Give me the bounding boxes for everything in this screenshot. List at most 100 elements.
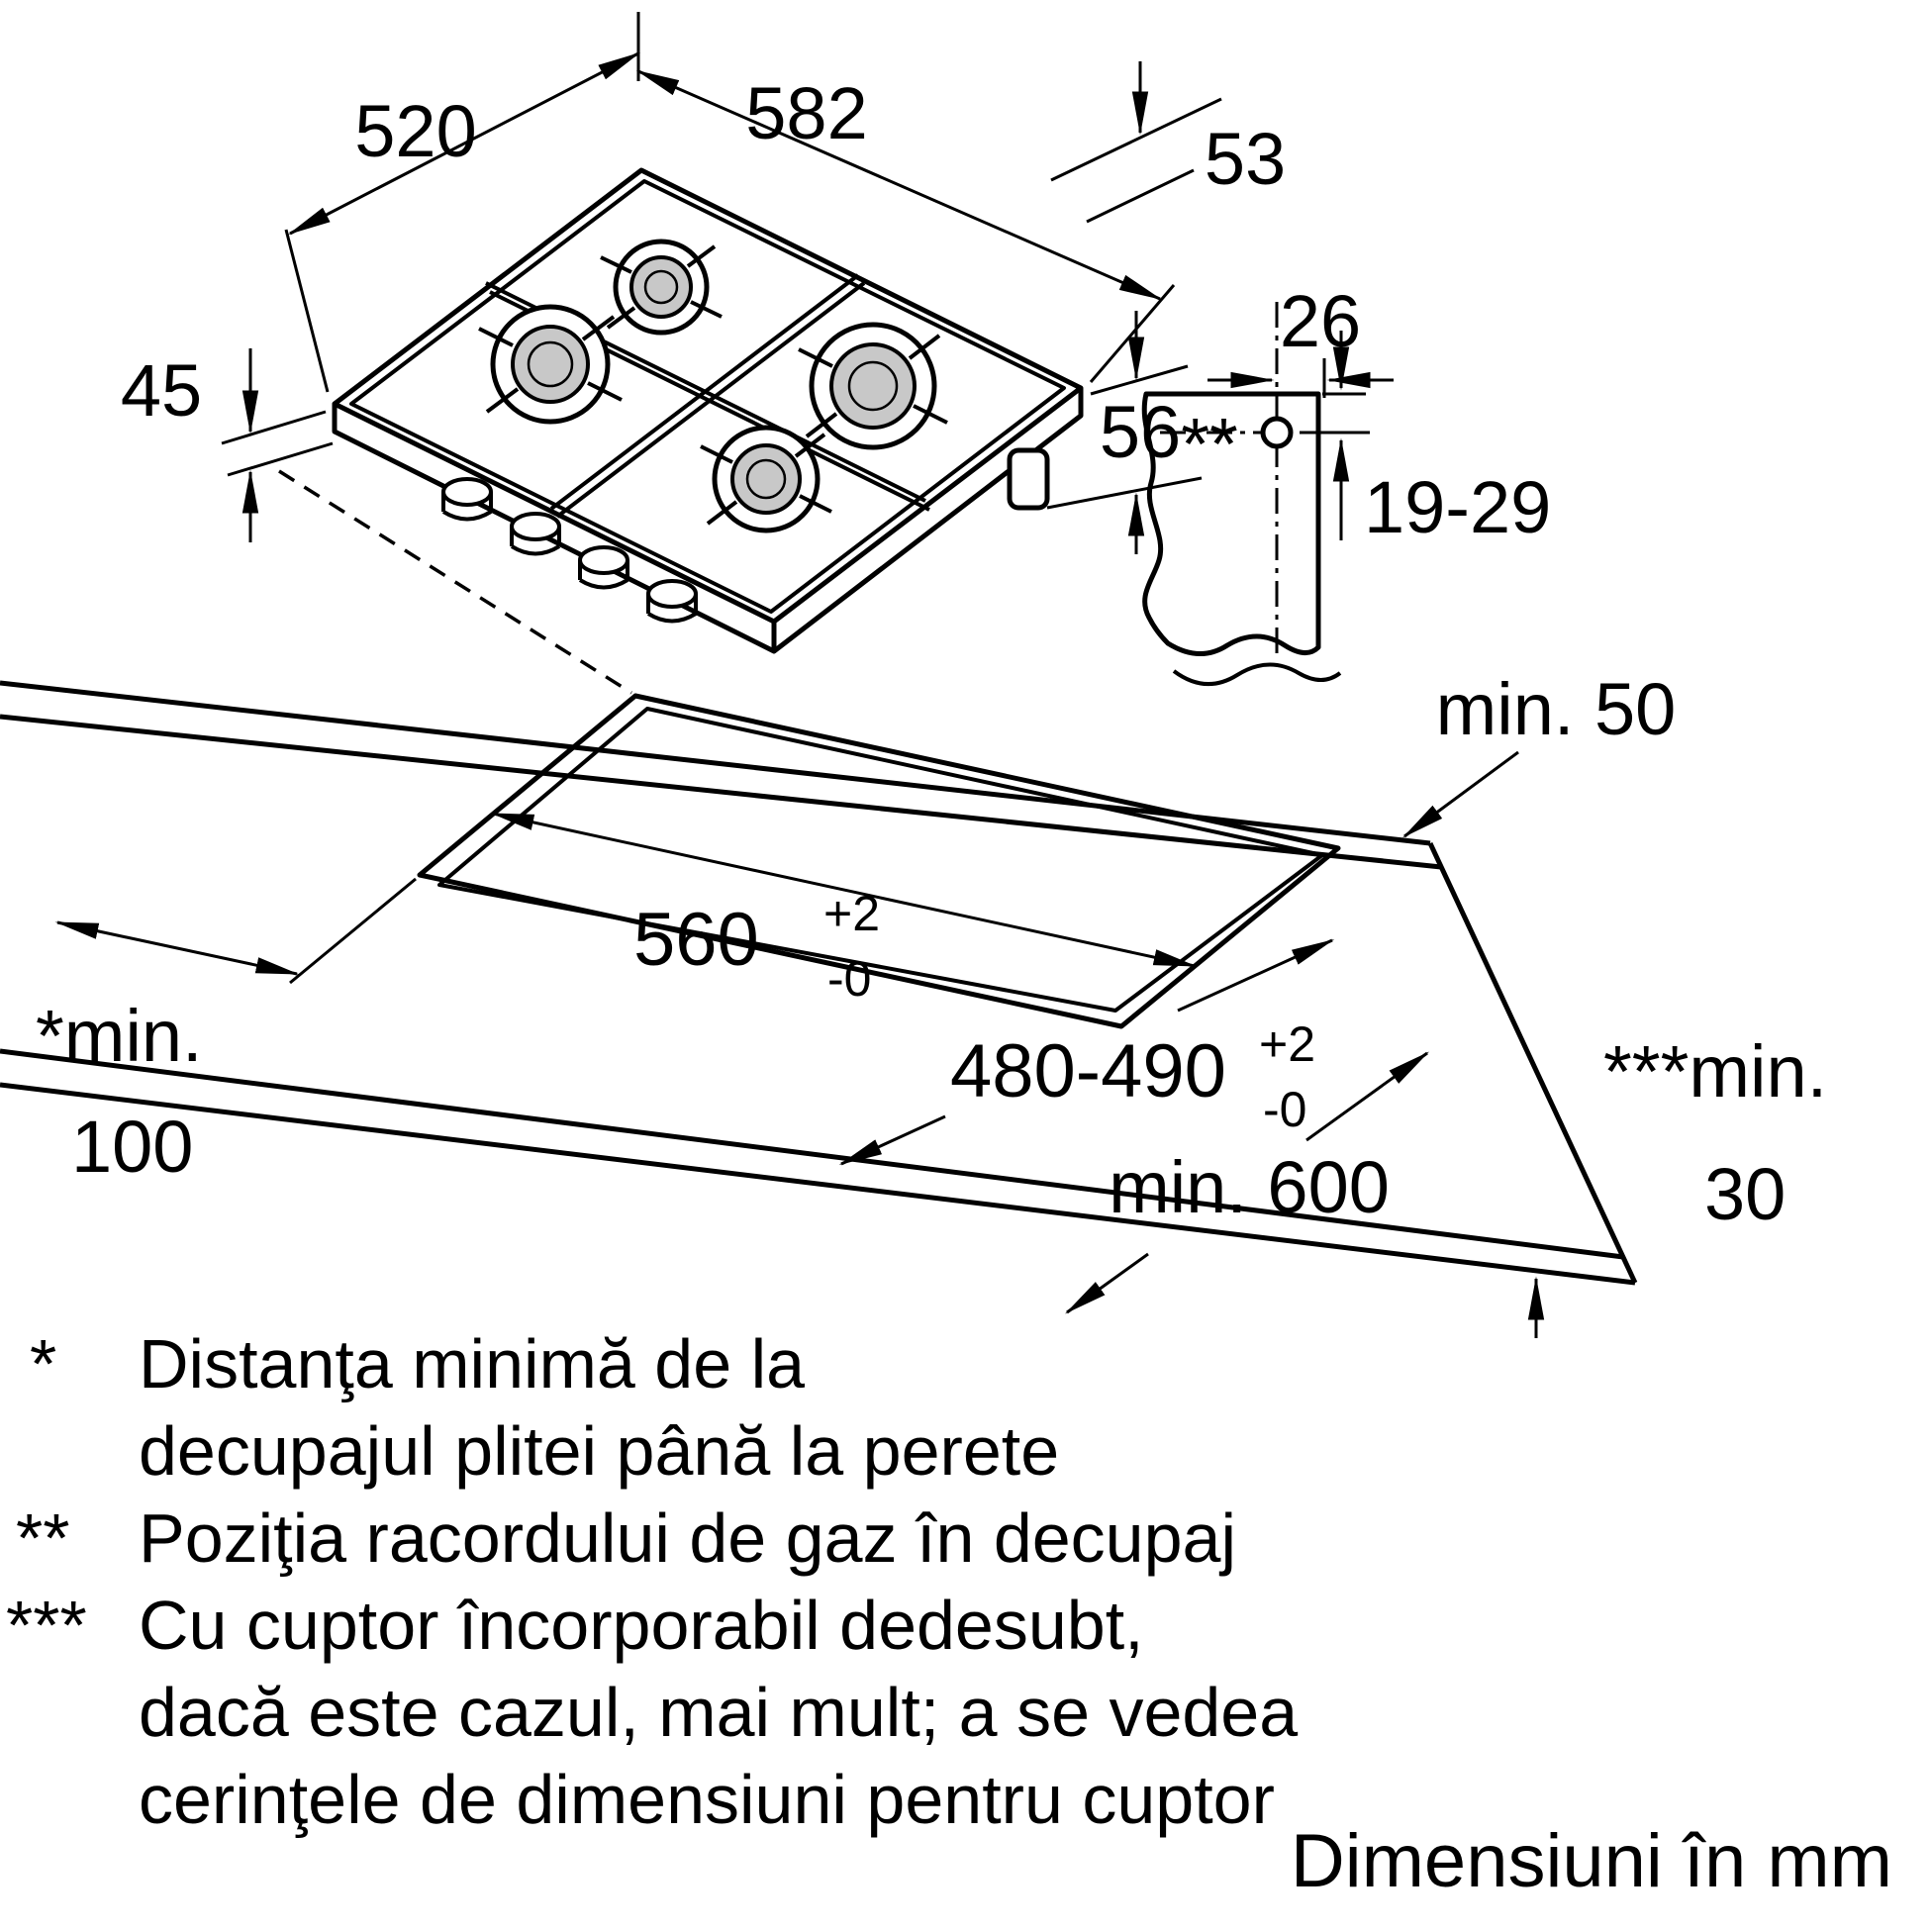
footnote-2-marker: ** [16, 1499, 69, 1577]
burner-cap [511, 325, 590, 404]
dim-26-label: 26 [1280, 280, 1361, 362]
extension-line [1086, 168, 1195, 224]
dimension-56 [1046, 311, 1203, 554]
dimension-line [635, 69, 1163, 301]
grate-bar [549, 273, 860, 511]
dimension-arrow [1401, 750, 1519, 838]
worktop-front-edge-inner [0, 1082, 1636, 1286]
min-30-label-line1: ***min. [1603, 1030, 1827, 1112]
dim-19-29-label: 19-29 [1364, 466, 1551, 548]
worktop-front-edge-outer [0, 1048, 1624, 1260]
extension-line [289, 877, 417, 985]
dimension-line [1064, 1252, 1149, 1314]
dimension-cutout-depth-480-490 [838, 938, 1335, 1166]
cutout-width-tol-down: -0 [827, 951, 871, 1007]
grate-finger [798, 334, 948, 438]
dim-56-label: 56 [1100, 391, 1181, 473]
cutout-width-tol-up: +2 [823, 886, 880, 941]
burner-cap-inner [745, 458, 787, 500]
grate-finger [600, 244, 723, 330]
knob-side [646, 594, 698, 624]
min-100-label-line2: 100 [71, 1106, 193, 1188]
dim-582-label: 582 [745, 72, 867, 154]
units-caption: Dimensiuni în mm [1291, 1819, 1892, 1903]
extension-line [1046, 476, 1203, 510]
extension-line [1089, 284, 1176, 383]
dimension-min-50 [1401, 750, 1519, 838]
knob-side [510, 527, 561, 556]
cutout-width-label: 560 [633, 898, 759, 982]
dimension-line [54, 920, 300, 976]
knob-top [578, 545, 629, 575]
gas-connection-detail [1141, 302, 1342, 687]
dimension-520 [284, 12, 641, 393]
dimension-582 [635, 69, 1176, 383]
dimension-19-29 [1322, 331, 1370, 540]
hob-inner-rim [349, 179, 1066, 614]
hob-foot [1007, 447, 1050, 511]
grate-bar [555, 281, 866, 519]
worktop-back-edge-inner [0, 714, 1442, 870]
min-600-label: min. 600 [1109, 1146, 1390, 1228]
dim-45-label: 45 [121, 349, 202, 432]
extension-line [1090, 364, 1189, 396]
dimension-53 [1050, 61, 1222, 224]
footnotes: * Distanţa minimă de la decupajul plitei… [6, 1325, 1298, 1838]
footnote-3-line3: cerinţele de dimensiuni pentru cuptor [139, 1761, 1275, 1838]
dimension-line [490, 812, 1198, 968]
dimension-line [1305, 1051, 1430, 1142]
knob-side [578, 560, 629, 590]
dimension-line [838, 1114, 946, 1166]
knob-top [646, 579, 698, 609]
footnote-2-line1: Poziţia racordului de gaz în decupaj [139, 1499, 1236, 1577]
hob-body-edges [332, 388, 1084, 654]
control-knob [441, 477, 493, 522]
footnote-3-line2: dacă este cazul, mai mult; a se vedea [139, 1674, 1298, 1751]
burner-cap-inner [527, 340, 574, 388]
dimension-min-100 [54, 877, 417, 985]
extension-line [221, 410, 327, 445]
min-30-label-line2: 30 [1704, 1153, 1786, 1235]
burner-left [490, 304, 611, 425]
extension-line [284, 229, 330, 393]
projection-dashed-line [278, 469, 632, 695]
burner-right [809, 322, 937, 450]
cutout-depth-label: 480-490 [950, 1029, 1226, 1113]
hob-isometric-view [332, 167, 1084, 654]
dimension-line [287, 51, 641, 236]
hob-top-outline [332, 167, 1084, 625]
cutout-depth-tol-down: -0 [1263, 1082, 1306, 1137]
dim-53-label: 53 [1205, 118, 1286, 200]
control-knob [646, 579, 698, 624]
break-wave-line [1172, 662, 1342, 687]
dimension-45 [221, 348, 334, 542]
burner-front [712, 425, 821, 533]
dim-520-label: 520 [354, 90, 476, 172]
extension-line [1050, 97, 1222, 182]
burner-cap [730, 443, 802, 515]
dimension-min-600 [1064, 1051, 1430, 1314]
gas-connection-hole [1260, 416, 1294, 449]
knob-top [441, 477, 493, 507]
control-knob [510, 512, 561, 556]
footnote-1-marker: * [30, 1325, 56, 1402]
grate-fingers [478, 244, 948, 526]
footnote-1-line2: decupajul plitei până la perete [139, 1412, 1059, 1490]
gas-marker-label: ** [1181, 403, 1238, 485]
burner-back [613, 239, 710, 336]
worktop-detail-section [1141, 391, 1321, 656]
min-50-label: min. 50 [1436, 668, 1677, 750]
footnote-1-line1: Distanţa minimă de la [139, 1325, 805, 1402]
control-knob [578, 545, 629, 590]
burner-cap [829, 342, 917, 430]
dimension-line [1177, 938, 1335, 1013]
knob-top [510, 512, 561, 541]
knob-side [441, 492, 493, 522]
control-knobs [441, 477, 698, 624]
burner-cap-inner [847, 360, 899, 412]
dimension-cutout-width-560 [490, 812, 1198, 968]
min-100-label-line1: *min. [36, 995, 203, 1077]
worktop-perspective [0, 680, 1638, 1286]
footnote-3-marker: *** [6, 1587, 87, 1664]
